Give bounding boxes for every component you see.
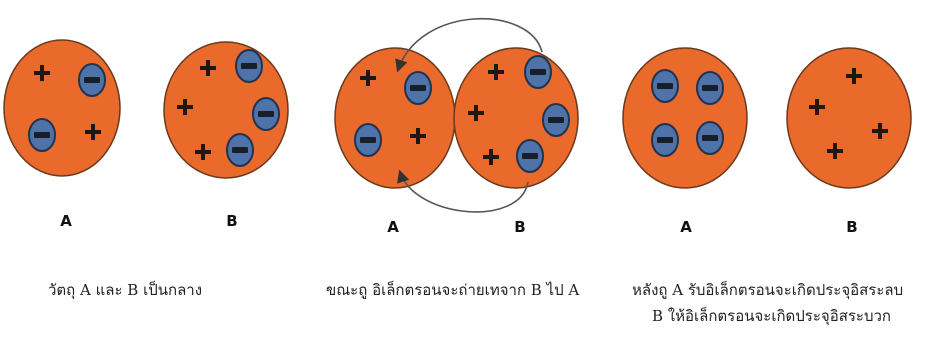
electron (517, 140, 543, 172)
caption-neutral: วัตถุ A และ B เป็นกลาง (48, 278, 202, 302)
stage1-object-b (164, 42, 288, 178)
electron (355, 124, 381, 156)
electron (652, 70, 678, 102)
electron (543, 104, 569, 136)
electron (405, 72, 431, 104)
label-a: A (60, 212, 72, 230)
stage2-object-b (454, 48, 578, 188)
electron (253, 98, 279, 130)
electron (236, 50, 262, 82)
caption-transfer: ขณะถู อิเล็กตรอนจะถ่ายเทจาก B ไป A (326, 278, 579, 302)
stage2-object-a (335, 48, 455, 188)
caption-after-a: หลังถู A รับอิเล็กตรอนจะเกิดประจุอิสระลบ (632, 278, 903, 302)
stage3-object-b (787, 48, 911, 188)
electron (525, 56, 551, 88)
electron (79, 64, 105, 96)
caption-after-b: B ให้อิเล็กตรอนจะเกิดประจุอิสระบวก (652, 304, 891, 328)
label-b: B (514, 218, 525, 236)
electron (29, 119, 55, 151)
label-b: B (226, 212, 237, 230)
label-b: B (846, 218, 857, 236)
electron (227, 134, 253, 166)
electron (652, 124, 678, 156)
stage3-object-a (623, 48, 747, 188)
label-a: A (680, 218, 692, 236)
label-a: A (387, 218, 399, 236)
stage1-object-a (4, 40, 120, 176)
electron (697, 72, 723, 104)
electron (697, 122, 723, 154)
